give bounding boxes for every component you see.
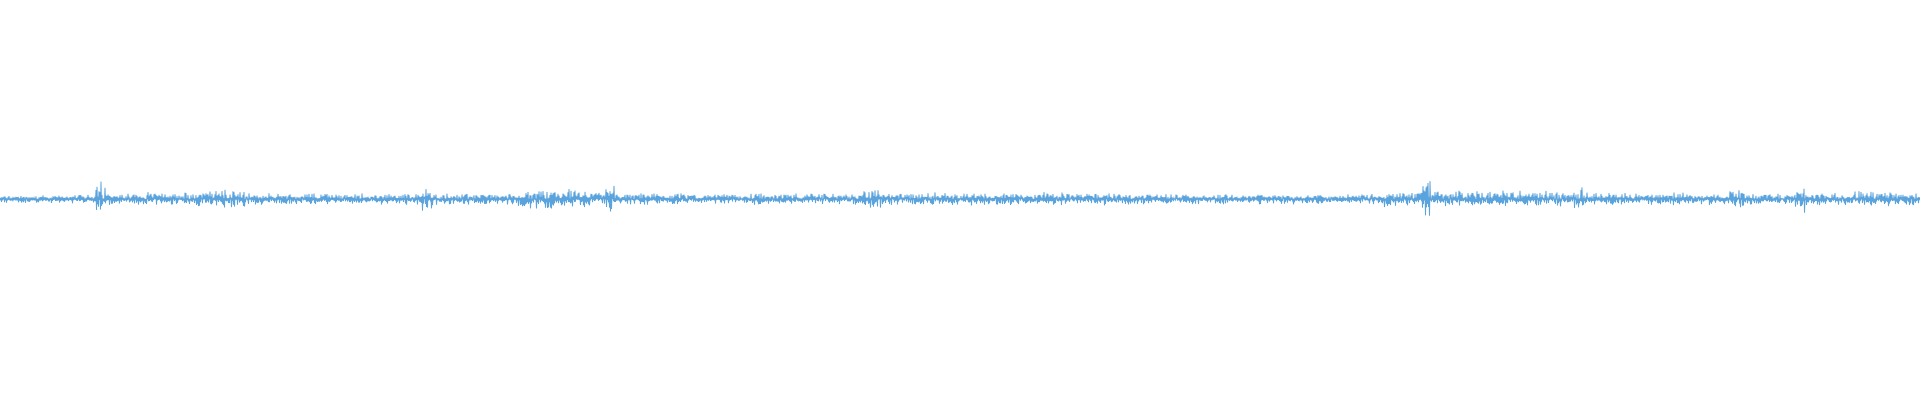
waveform-trace xyxy=(0,181,1920,216)
